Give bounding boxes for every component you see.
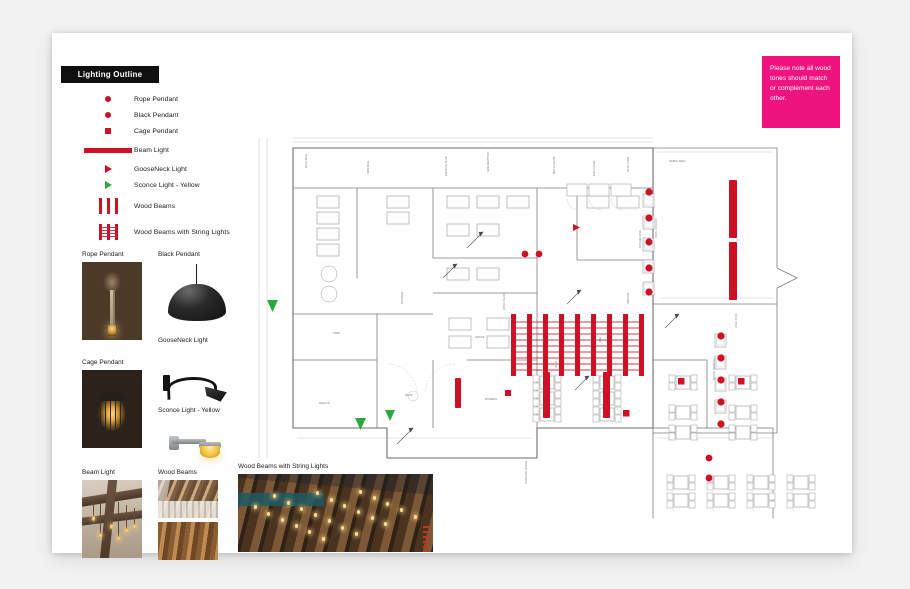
legend-item-sconce-light: Sconce Light - Yellow — [82, 177, 282, 193]
sconce-light-markers — [267, 300, 395, 430]
product-card-label: Wood Beams — [158, 469, 197, 476]
legend-item-label: Rope Pendant — [134, 95, 179, 103]
product-card-label: Cage Pendant — [82, 359, 124, 366]
svg-text:BOOTH SEATING: BOOTH SEATING — [712, 359, 716, 380]
svg-text:BAR: BAR — [598, 337, 602, 342]
svg-text:MENS: MENS — [405, 393, 413, 397]
legend-item-beam-light: Beam Light — [82, 139, 282, 161]
product-card-wood-beams: Wood Beams — [158, 469, 218, 561]
page-title: Lighting Outline — [61, 66, 159, 83]
document-page: Lighting Outline Please note all wood to… — [52, 33, 852, 561]
svg-text:NEW WALL: NEW WALL — [366, 160, 370, 174]
svg-text:WOOD BEAMS: WOOD BEAMS — [503, 292, 506, 310]
triangle-marker-icon — [82, 181, 134, 189]
product-card-gooseneck-light: GooseNeck Light — [158, 337, 236, 411]
product-card-label: Beam Light — [82, 469, 115, 476]
svg-text:NEW PARTITION: NEW PARTITION — [486, 152, 490, 172]
legend-item-cage-pendant: Cage Pendant — [82, 123, 282, 139]
beam-light-markers — [455, 180, 737, 418]
sconce-light-photo — [158, 418, 236, 477]
legend-item-label: Beam Light — [134, 146, 169, 154]
square-marker-icon — [82, 128, 134, 134]
svg-text:WOMENS: WOMENS — [485, 397, 497, 401]
product-card-black-pendant: Black Pendant — [158, 251, 236, 335]
svg-text:MECH CHASE: MECH CHASE — [552, 156, 556, 174]
svg-text:OFFICE: OFFICE — [475, 335, 485, 339]
svg-text:PREP: PREP — [333, 331, 340, 335]
legend-item-gooseneck-light: GooseNeck Light — [82, 161, 282, 177]
wood-beams-photo-alt — [158, 522, 218, 561]
legend-item-wood-beams: Wood Beams — [82, 193, 282, 219]
product-card-label: GooseNeck Light — [158, 337, 208, 344]
legend-item-label: Wood Beams with String Lights — [134, 228, 230, 236]
product-card-label: Black Pendant — [158, 251, 200, 258]
note-callout: Please note all wood tones should match … — [762, 56, 840, 128]
wood-beams-string-lights-photo — [238, 474, 433, 553]
svg-text:WALK-IN: WALK-IN — [319, 401, 330, 405]
svg-text:CAGE PEND: CAGE PEND — [735, 313, 738, 328]
wood-beam-string-light-markers — [511, 314, 644, 376]
svg-text:EXTG WALL: EXTG WALL — [304, 153, 308, 168]
legend-item-rope-pendant: Rope Pendant — [82, 91, 282, 107]
svg-text:PASSAGE: PASSAGE — [400, 292, 404, 304]
svg-text:OUTDOOR DINING: OUTDOOR DINING — [524, 461, 528, 484]
legend-item-label: GooseNeck Light — [134, 165, 187, 173]
beam-group-string-icon — [82, 224, 134, 240]
rope-pendant-markers — [521, 188, 725, 482]
legend-item-label: Black Pendant — [134, 111, 179, 119]
restaurant-lighting-floor-plan: EXTG WALL NEW WALL EXISTING SLAB NEW PAR… — [237, 128, 817, 518]
beam-group-icon — [82, 198, 134, 214]
product-card-cage-pendant: Cage Pendant — [82, 359, 142, 449]
cage-pendant-markers — [505, 378, 745, 417]
triangle-marker-icon — [82, 165, 134, 173]
product-card-beam-light: Beam Light — [82, 469, 142, 559]
product-card-label: Rope Pendant — [82, 251, 124, 258]
product-card-sconce-light: Sconce Light - Yellow — [158, 407, 236, 477]
wood-beams-photo — [158, 480, 218, 519]
rope-pendant-photo — [82, 262, 142, 341]
legend-item-black-pendant: Black Pendant — [82, 107, 282, 123]
product-card-label: Wood Beams with String Lights — [238, 463, 329, 470]
circle-marker-icon — [82, 112, 134, 118]
svg-text:EXISTING SLAB: EXISTING SLAB — [444, 156, 448, 176]
gooseneck-light-photo — [158, 348, 236, 411]
product-card-rope-pendant: Rope Pendant — [82, 251, 142, 341]
svg-text:EXTG STAIR: EXTG STAIR — [626, 157, 630, 172]
product-card-label: Sconce Light - Yellow — [158, 407, 220, 414]
legend-item-label: Wood Beams — [134, 202, 176, 210]
black-pendant-photo — [158, 262, 236, 335]
gooseneck-light-markers — [573, 224, 580, 231]
svg-text:DINING AREA: DINING AREA — [669, 159, 686, 163]
cage-pendant-photo — [82, 370, 142, 449]
svg-text:KITCHEN LINE: KITCHEN LINE — [638, 230, 642, 248]
svg-text:ELEC PANEL: ELEC PANEL — [592, 160, 596, 176]
product-card-wood-beams-string-lights: Wood Beams with String Lights — [238, 463, 433, 553]
svg-text:BEAM LT: BEAM LT — [555, 357, 558, 368]
legend-item-wood-beams-string-lights: Wood Beams with String Lights — [82, 219, 282, 245]
legend-item-label: Cage Pendant — [134, 127, 179, 135]
beam-light-photo — [82, 480, 142, 559]
circle-marker-icon — [82, 96, 134, 102]
legend: Rope Pendant Black Pendant Cage Pendant … — [82, 91, 282, 245]
svg-text:SERVICE: SERVICE — [626, 292, 630, 304]
svg-text:ROPE PENDANT: ROPE PENDANT — [655, 218, 658, 238]
horizontal-bar-icon — [82, 147, 134, 153]
legend-item-label: Sconce Light - Yellow — [134, 181, 200, 189]
